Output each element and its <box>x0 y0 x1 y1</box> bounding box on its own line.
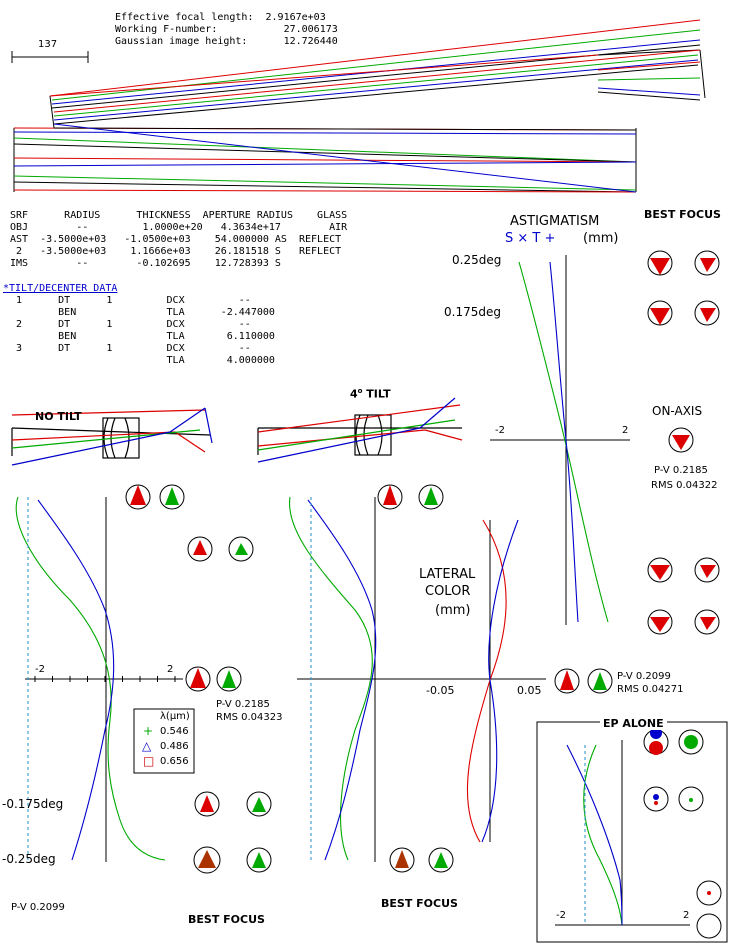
wavelength-symbol-blue: △ <box>142 739 152 753</box>
wavelength-label-red: 0.656 <box>160 756 189 767</box>
surface-row-ims: IMS -- -0.102695 12.728393 S <box>10 258 281 269</box>
astigmatism-field-0175: 0.175deg <box>444 305 501 319</box>
ep-alone-axis-max: 2 <box>683 910 690 921</box>
ep-alone-axes <box>555 740 690 926</box>
astigmatism-title: ASTIGMATISM <box>510 214 600 229</box>
ep-alone-title: EP ALONE <box>600 717 667 730</box>
no-tilt-axes <box>25 497 183 862</box>
on-axis-title: ON-AXIS <box>652 404 703 418</box>
ep-alone-curves <box>566 744 623 926</box>
wavelength-legend-title: λ(µm) <box>160 711 190 722</box>
on-axis-rms: RMS 0.04322 <box>651 480 718 491</box>
tilt-row: 2 DT 1 DCX -- <box>10 319 251 330</box>
tilt-axes <box>297 497 455 862</box>
no-tilt-pv: P-V 0.2185 <box>216 699 270 710</box>
astigmatism-units: (mm) <box>583 231 619 246</box>
ep-alone-box <box>536 721 728 943</box>
surface-row-2: 2 -3.5000e+03 1.1666e+03 26.181518 S REF… <box>10 246 342 257</box>
no-tilt-best-focus: BEST FOCUS <box>188 913 265 926</box>
tilt-layout <box>257 397 463 463</box>
on-axis-pv: P-V 0.2185 <box>654 465 708 476</box>
wavelength-symbol-green: + <box>143 724 154 738</box>
no-tilt-field-0175: -0.175deg <box>2 797 64 811</box>
no-tilt-title: NO TILT <box>35 410 82 423</box>
effective-focal-length: Effective focal length: 2.9167e+03 <box>115 12 326 23</box>
astigmatism-field-025: 0.25deg <box>452 253 502 267</box>
tilt-rms: RMS 0.04271 <box>617 684 684 695</box>
tilt-decenter-link[interactable]: *TILT/DECENTER DATA <box>3 283 118 294</box>
astigmatism-legend: S × T + <box>505 231 556 246</box>
ep-alone-axis-min: -2 <box>556 910 566 921</box>
lateral-color-axis-max: 0.05 <box>517 684 542 697</box>
tilt-row: 3 DT 1 DCX -- <box>10 343 251 354</box>
lateral-color-axis-min: -0.05 <box>426 684 455 697</box>
scale-bar-label: 137 <box>38 39 58 50</box>
no-tilt-layout <box>11 407 213 466</box>
astigmatism-axes <box>490 255 630 625</box>
tilt-row: BEN TLA -2.447000 <box>10 307 275 318</box>
surface-row-obj: OBJ -- 1.0000e+20 4.3634e+17 AIR <box>10 222 348 233</box>
astigmatism-axis-min: -2 <box>495 425 505 436</box>
lateral-color-line3: (mm) <box>435 603 471 618</box>
gaussian-image-height: Gaussian image height: 12.726440 <box>115 36 338 47</box>
spot-fills <box>130 258 716 895</box>
wavelength-label-green: 0.546 <box>160 726 189 737</box>
ray-layout <box>13 19 706 193</box>
tilt-field-curves <box>289 496 377 862</box>
tilt-title: 4o TILT <box>350 387 391 401</box>
lateral-color-line2: COLOR <box>425 584 471 599</box>
no-tilt-rms: RMS 0.04323 <box>216 712 283 723</box>
no-tilt-pv-bottom: P-V 0.2099 <box>11 902 65 913</box>
no-tilt-axis-max: 2 <box>167 664 174 675</box>
spot-diagrams <box>125 250 722 939</box>
surface-row-ast: AST -3.5000e+03 -1.0500e+03 54.000000 AS… <box>10 234 342 245</box>
tilt-best-focus: BEST FOCUS <box>381 897 458 910</box>
tilt-row: 1 DT 1 DCX -- <box>10 295 251 306</box>
astigmatism-axis-max: 2 <box>622 425 629 436</box>
tilt-row: TLA 4.000000 <box>10 355 275 366</box>
tilt-pv: P-V 0.2099 <box>617 671 671 682</box>
no-tilt-axis-min: -2 <box>35 664 45 675</box>
no-tilt-field-025: -0.25deg <box>2 852 56 866</box>
best-focus-top-label: BEST FOCUS <box>644 208 721 221</box>
wavelength-legend-box <box>133 708 195 774</box>
astigmatism-curves <box>518 261 609 623</box>
no-tilt-ticks <box>34 676 176 682</box>
working-f-number: Working F-number: 27.006173 <box>115 24 338 35</box>
no-tilt-field-curves <box>15 496 166 862</box>
surface-table-header: SRF RADIUS THICKNESS APERTURE RADIUS GLA… <box>10 210 348 221</box>
scale-bar <box>11 51 89 63</box>
lateral-color-curves <box>466 519 519 843</box>
lateral-color-line1: LATERAL <box>419 567 476 582</box>
tilt-row: BEN TLA 6.110000 <box>10 331 275 342</box>
wavelength-symbol-red: □ <box>143 754 155 768</box>
wavelength-label-blue: 0.486 <box>160 741 189 752</box>
